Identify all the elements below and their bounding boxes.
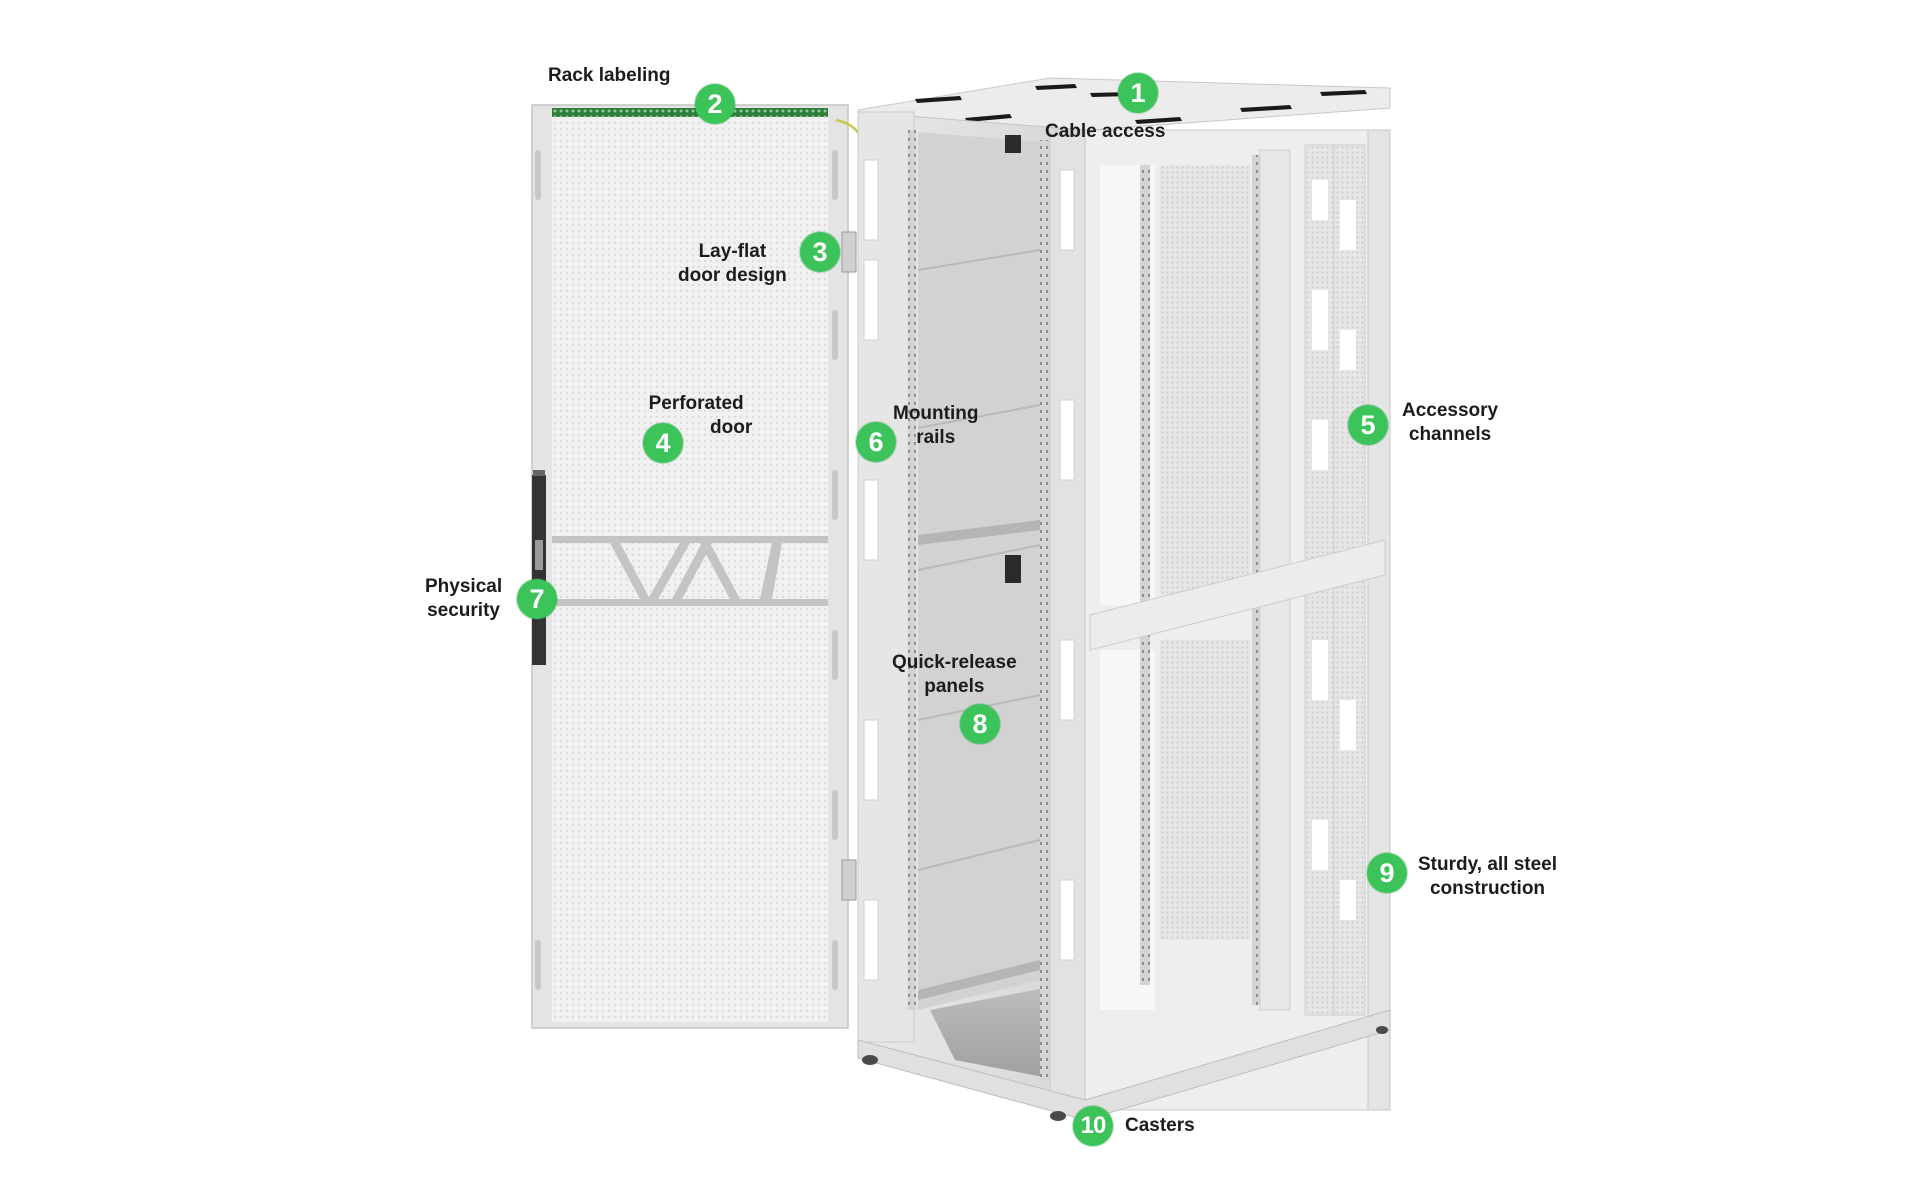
rack-enclosure	[857, 77, 1391, 1121]
side-frame-rear	[1049, 134, 1086, 1111]
callout-marker-3: 3	[800, 232, 840, 272]
callout-label-mounting-rails: Mounting rails	[893, 402, 978, 450]
label-line: Lay-flat	[698, 241, 767, 262]
label-line: construction	[1429, 878, 1546, 899]
label-line: panels	[924, 676, 985, 697]
label-line: Mounting	[893, 403, 979, 424]
perforated-door	[531, 104, 870, 1029]
label-line: door	[710, 417, 753, 438]
callout-marker-2: 2	[695, 84, 735, 124]
rear-perforated-view-top	[1160, 165, 1250, 595]
door-hinge-top	[841, 231, 857, 273]
cross-rail	[918, 520, 1040, 545]
callout-label-accessory-channels: Accessory channels	[1402, 399, 1498, 447]
door-truss	[552, 536, 828, 606]
callout-marker-10: 10	[1073, 1106, 1113, 1146]
caster-wheels	[862, 1026, 1388, 1121]
callout-marker-1: 1	[1118, 73, 1158, 113]
panel-latch-top	[1005, 135, 1021, 153]
mounting-rail-center	[1040, 140, 1050, 1080]
door-rail-slots	[535, 150, 838, 990]
door-hinge-bottom	[841, 859, 857, 901]
label-line: Accessory	[1402, 400, 1499, 421]
label-line: Sturdy, all steel	[1418, 854, 1558, 875]
rear-perforated-view-bottom	[1160, 640, 1250, 940]
callout-label-lay-flat-door: Lay-flat door design	[678, 240, 787, 288]
label-line: security	[427, 600, 500, 621]
rack-right-post	[1367, 129, 1391, 1111]
label-line: Perforated	[648, 393, 744, 414]
label-line: door design	[678, 265, 787, 286]
panel-latch-mid	[1005, 555, 1021, 583]
callout-label-steel-construction: Sturdy, all steel construction	[1418, 853, 1557, 901]
callout-marker-7: 7	[517, 579, 557, 619]
callout-marker-5: 5	[1348, 405, 1388, 445]
rear-mounting-rail-a	[1140, 165, 1150, 985]
callout-label-quick-release-panels: Quick-release panels	[892, 651, 1017, 699]
label-line: rails	[916, 427, 956, 448]
label-line: channels	[1408, 424, 1492, 445]
label-line: Rack labeling	[548, 65, 671, 86]
quick-release-panels	[918, 132, 1040, 1010]
callout-label-casters: Casters	[1125, 1114, 1195, 1138]
label-line: Casters	[1125, 1115, 1195, 1136]
callout-label-cable-access: Cable access	[1045, 120, 1165, 144]
rack-base	[857, 1009, 1391, 1121]
callout-marker-6: 6	[856, 422, 896, 462]
front-cross-bar	[1089, 539, 1386, 651]
label-line: Cable access	[1045, 121, 1166, 142]
label-line: Physical	[425, 576, 503, 597]
callout-marker-4: 4	[643, 423, 683, 463]
callout-marker-8: 8	[960, 704, 1000, 744]
callout-marker-9: 9	[1367, 853, 1407, 893]
mounting-rail-left	[908, 130, 916, 1010]
side-frame-slots	[863, 159, 1075, 981]
rack-label-strip	[552, 108, 828, 117]
callout-label-perforated-door: Perforated door	[640, 392, 753, 440]
door-lock	[532, 470, 546, 665]
label-line: Quick-release	[892, 652, 1017, 673]
callout-label-physical-security: Physical security	[425, 575, 502, 623]
callout-label-rack-labeling: Rack labeling	[548, 64, 671, 88]
cross-rail-bottom	[918, 960, 1040, 1000]
